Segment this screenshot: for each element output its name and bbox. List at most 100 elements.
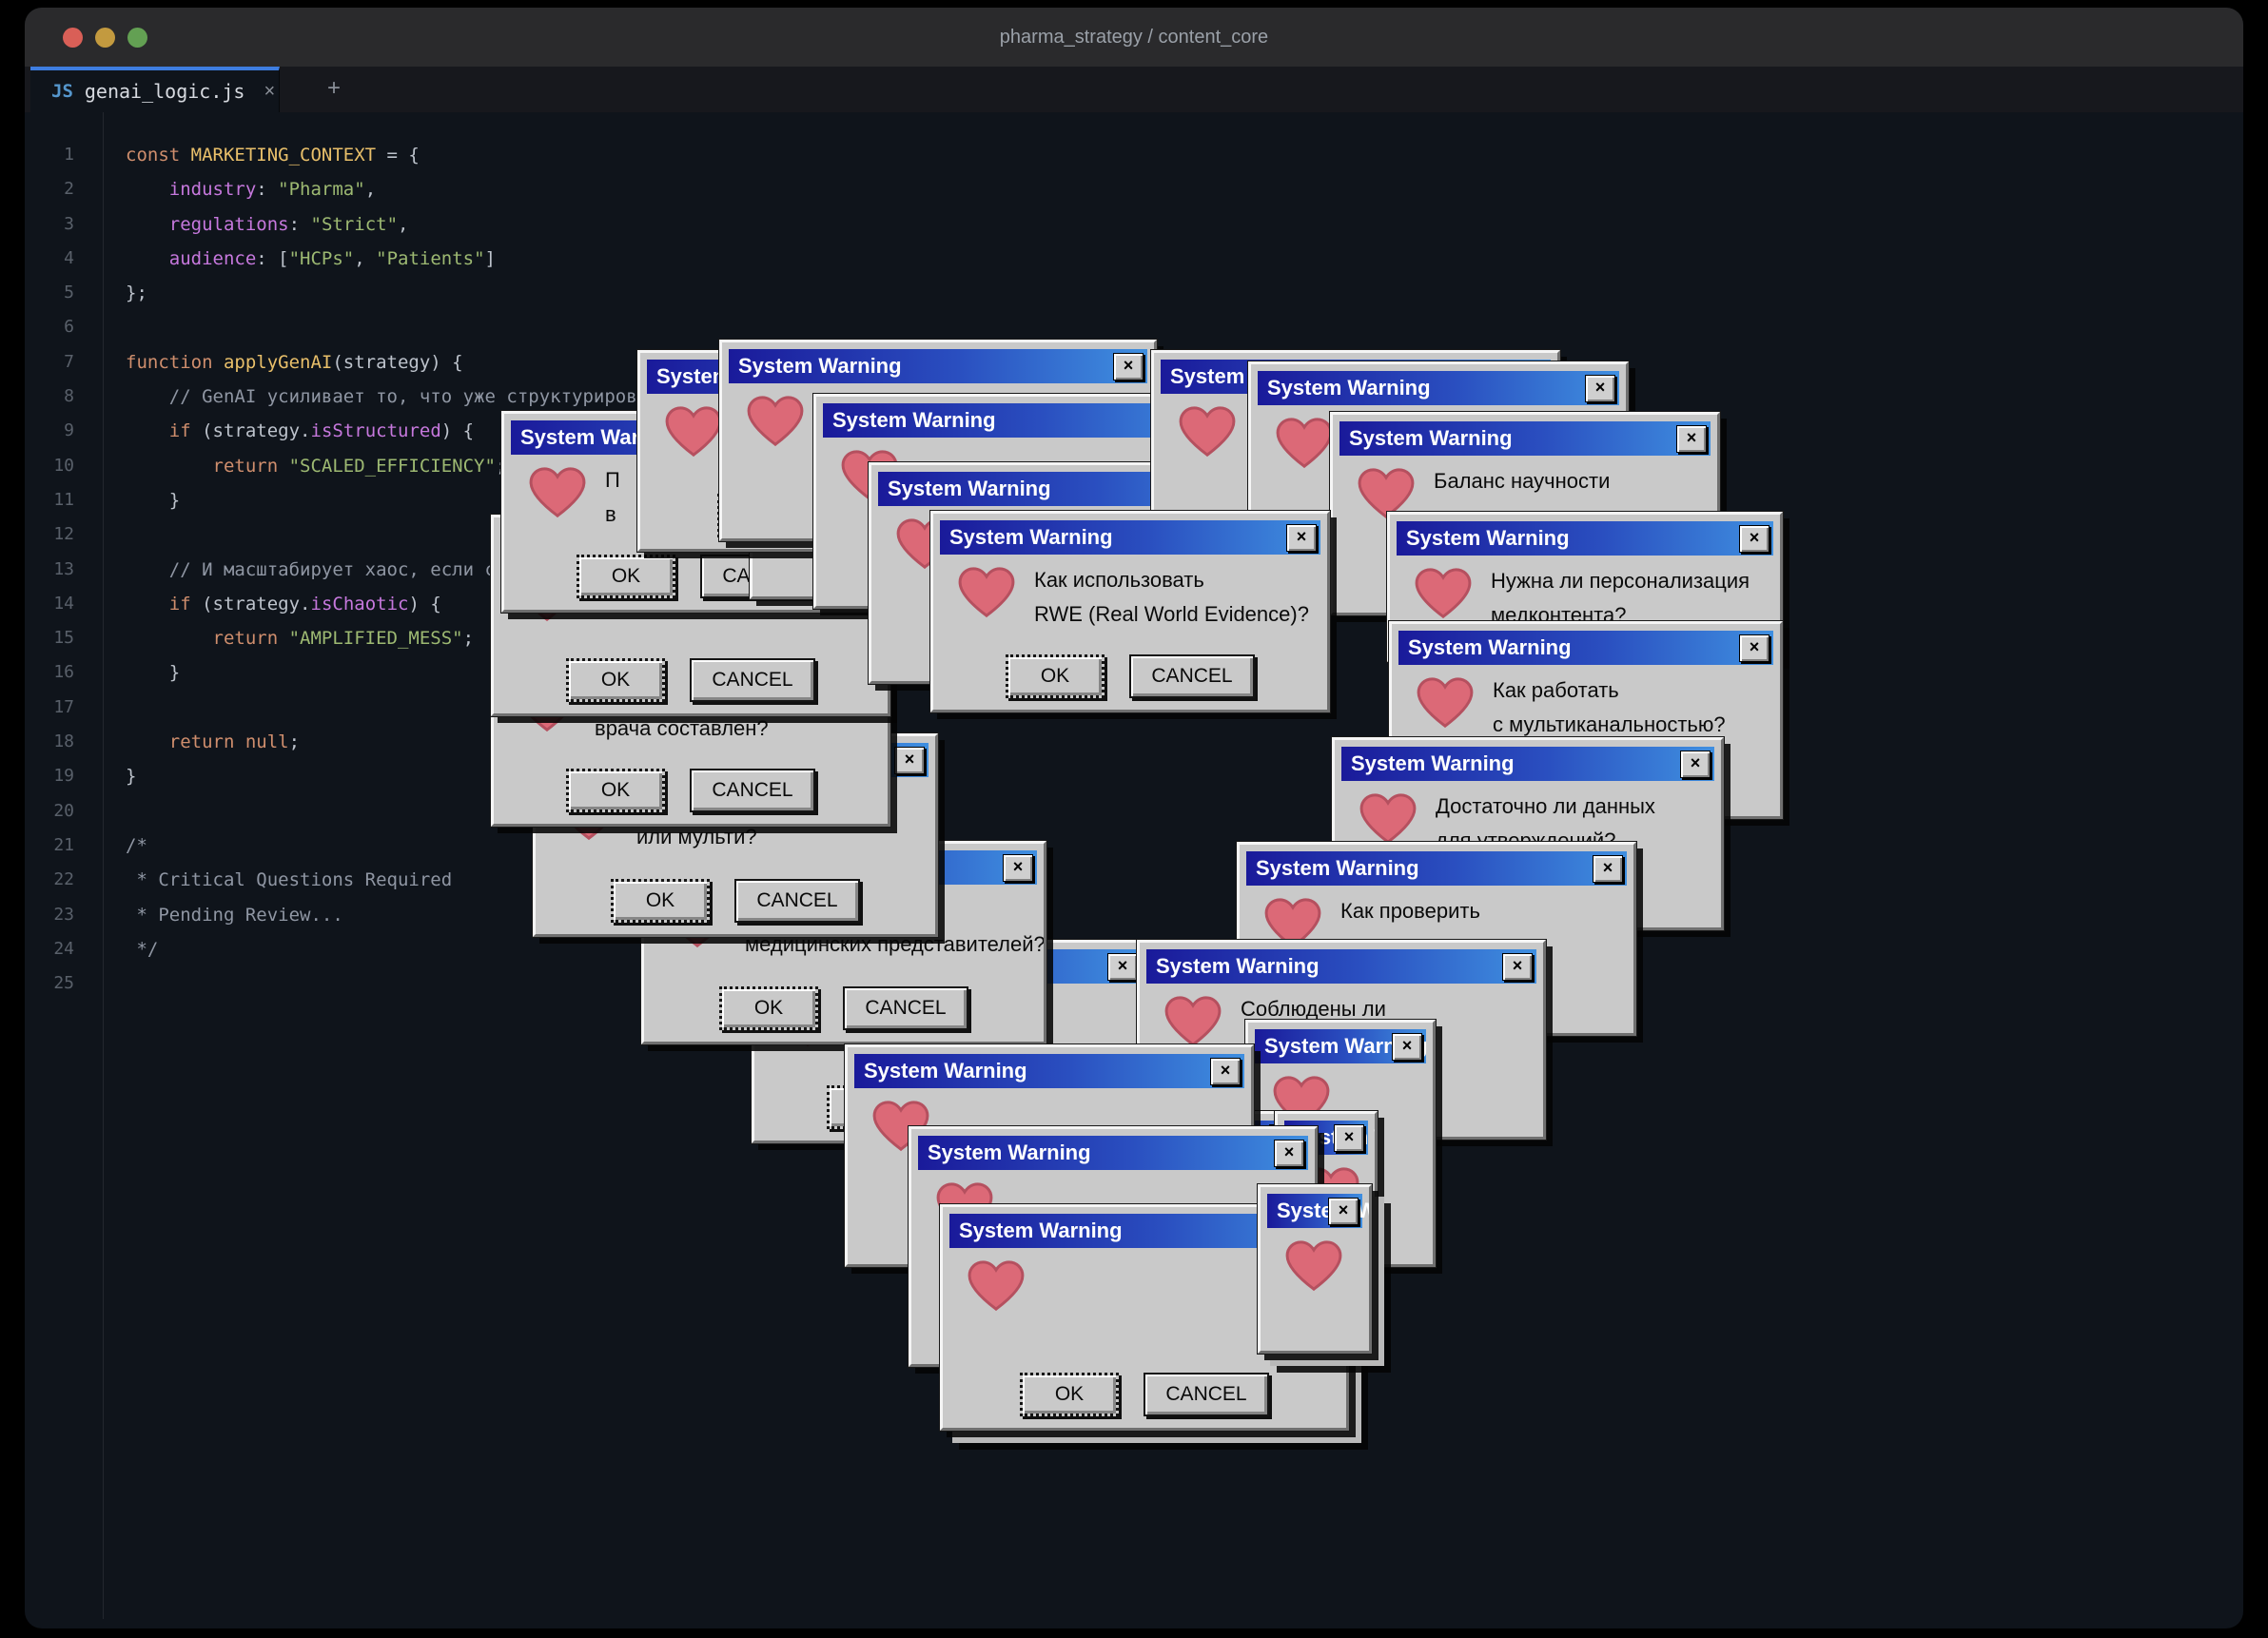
line-number: 23: [53, 904, 74, 925]
close-window-button[interactable]: [63, 28, 83, 48]
code-token: return: [212, 628, 289, 650]
code-token: "Strict": [310, 213, 399, 235]
dialog-titlebar[interactable]: System Warning×: [1258, 371, 1619, 405]
code-line: 2 industry: "Pharma",: [25, 172, 2243, 206]
code-text: }: [126, 655, 180, 690]
dialog-buttons: OK CANCEL: [644, 986, 1044, 1030]
ok-button[interactable]: OK: [577, 555, 675, 598]
close-icon[interactable]: ×: [1003, 854, 1033, 882]
close-icon[interactable]: ×: [1210, 1058, 1241, 1085]
cancel-button[interactable]: CANCEL: [690, 658, 815, 702]
dialog-titlebar[interactable]: System Warning×: [918, 1136, 1308, 1170]
line-number: 14: [53, 593, 74, 614]
dialog-titlebar[interactable]: System Warning ×: [940, 520, 1320, 555]
minimize-window-button[interactable]: [95, 28, 115, 48]
dialog-title: System Warning: [1256, 856, 1419, 880]
close-icon[interactable]: ×: [1113, 353, 1144, 380]
code-token: }: [126, 662, 181, 684]
ok-button[interactable]: OK: [611, 879, 710, 923]
dialog-titlebar[interactable]: System Warning ×: [854, 1054, 1244, 1088]
cancel-button[interactable]: CANCEL: [843, 986, 968, 1030]
code-token: ;: [496, 456, 506, 477]
window-titlebar[interactable]: pharma_strategy / content_core: [25, 8, 2243, 67]
code-text: regulations: "Strict",: [126, 207, 409, 242]
ok-button[interactable]: OK: [719, 986, 818, 1030]
code-text: return null;: [126, 725, 300, 759]
code-token: [126, 456, 213, 477]
tab-genai-logic[interactable]: JS genai_logic.js ×: [30, 67, 280, 112]
close-icon[interactable]: ×: [894, 747, 925, 774]
line-number: 22: [53, 869, 74, 890]
code-text: };: [126, 276, 147, 310]
gutter-separator: [103, 112, 104, 1619]
ok-button[interactable]: OK: [1006, 654, 1105, 698]
code-token: };: [126, 283, 147, 304]
line-number: 19: [53, 766, 74, 787]
ok-button[interactable]: OK: [566, 658, 665, 702]
code-token: }: [126, 766, 137, 788]
close-icon[interactable]: ×: [1739, 525, 1769, 553]
close-icon[interactable]: ×: [1274, 1140, 1304, 1167]
code-token: ;: [288, 731, 301, 753]
dialog-title: System Warning: [1156, 954, 1320, 978]
code-line: 10 return "SCALED_EFFICIENCY";: [25, 449, 2243, 483]
close-icon[interactable]: ×: [1328, 1198, 1359, 1225]
dialog-titlebar[interactable]: System Warning ×: [1146, 949, 1536, 984]
heart-icon: [1358, 468, 1415, 519]
dialog-title: System Warning: [864, 1059, 1027, 1082]
code-line: 14 if (strategy.isChaotic) {: [25, 587, 2243, 621]
code-text: return "AMPLIFIED_MESS";: [126, 621, 475, 655]
dialog-titlebar[interactable]: System Warning ×: [1246, 851, 1627, 886]
zoom-window-button[interactable]: [127, 28, 147, 48]
close-icon[interactable]: ×: [1392, 1033, 1422, 1061]
code-token: // GenAI усиливает то, что уже структури…: [168, 386, 670, 408]
dialog-titlebar[interactable]: System Warning×: [1341, 747, 1714, 781]
close-icon[interactable]: ×: [1680, 751, 1711, 778]
close-icon[interactable]: ×: [1502, 953, 1533, 981]
close-icon[interactable]: ×: [1739, 634, 1769, 662]
dialog-message-line1: Достаточно ли данных: [1436, 794, 1655, 818]
cancel-button[interactable]: CANCEL: [734, 879, 860, 923]
tab-bar: JS genai_logic.js × +: [25, 67, 2243, 112]
dialog-titlebar[interactable]: System Warning×: [1397, 521, 1773, 556]
tab-close-icon[interactable]: ×: [264, 80, 276, 102]
line-number: 16: [53, 662, 74, 683]
code-token: [126, 594, 169, 614]
line-number: 12: [53, 524, 74, 545]
dialog-titlebar[interactable]: System Warning×: [1267, 1194, 1369, 1228]
heart-icon: [665, 406, 722, 458]
cancel-button[interactable]: CANCEL: [690, 769, 815, 812]
close-icon[interactable]: ×: [1676, 425, 1707, 453]
dialog-titlebar[interactable]: System Warning×: [1339, 421, 1711, 456]
dialog-titlebar[interactable]: System Warning×: [1255, 1029, 1428, 1063]
dialog-titlebar[interactable]: System Warning×: [729, 349, 1147, 383]
close-icon[interactable]: ×: [1593, 855, 1623, 883]
dialog-message-line1: Баланс научности: [1434, 469, 1611, 493]
line-number: 10: [53, 455, 74, 476]
code-text: const MARKETING_CONTEXT = {: [126, 138, 420, 172]
close-icon[interactable]: ×: [1334, 1124, 1364, 1152]
code-line: 5};: [25, 276, 2243, 310]
dialog-title: System Warning: [949, 525, 1113, 549]
close-icon[interactable]: ×: [1107, 953, 1138, 981]
new-tab-button[interactable]: +: [327, 75, 342, 101]
close-icon[interactable]: ×: [1585, 375, 1615, 402]
code-token: return: [212, 455, 289, 477]
code-token: ,: [364, 179, 377, 201]
code-token: function: [126, 351, 224, 373]
dialog-message-line2: RWE (Real World Evidence)?: [1034, 602, 1309, 626]
ok-button[interactable]: OK: [566, 769, 665, 812]
cancel-button[interactable]: CANCEL: [1129, 654, 1255, 698]
code-text: if (strategy.isChaotic) {: [126, 587, 441, 621]
line-number: 13: [53, 558, 74, 579]
dialog-message-line2: в: [605, 502, 616, 526]
ok-button[interactable]: OK: [1020, 1373, 1119, 1416]
cancel-button[interactable]: CANCEL: [1144, 1373, 1269, 1416]
close-icon[interactable]: ×: [1286, 524, 1317, 552]
dialog-titlebar[interactable]: System Warning×: [1398, 631, 1773, 665]
line-number: 4: [64, 247, 74, 268]
code-token: [126, 386, 169, 407]
